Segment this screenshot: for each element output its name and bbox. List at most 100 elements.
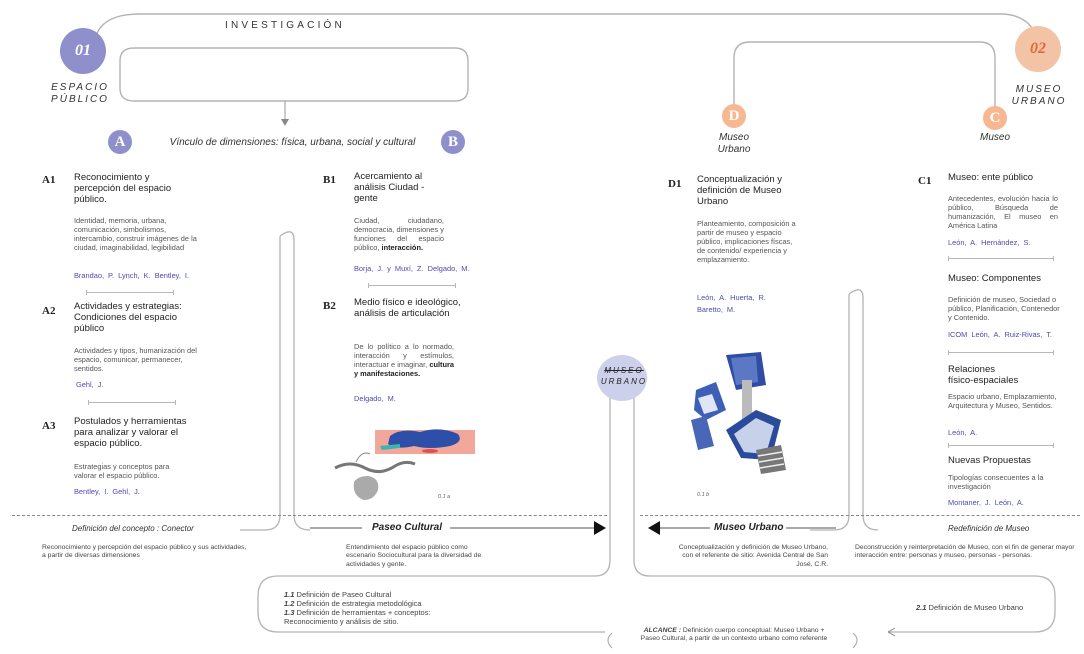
conector-title: Definición del concepto : Conector (72, 524, 194, 533)
d1-body: Planteamiento, composición a partir de m… (697, 219, 796, 264)
step-1-3-detail: Reconocimiento y análisis de sitio. (284, 617, 399, 626)
d1-refs-1: León, A. Huerta, R. (697, 293, 766, 302)
a2-code: A2 (42, 305, 56, 317)
node-d-label: Museo Urbano (700, 132, 768, 156)
paseo-title: Paseo Cultural (372, 522, 443, 533)
node-b: B (441, 130, 465, 154)
step-2-1-number: 2.1 (916, 603, 927, 612)
step-1-2: 1.2 Definición de estrategia metodológic… (284, 599, 514, 608)
c2-title: Museo: Componentes (948, 273, 1041, 284)
a3-code: A3 (42, 420, 56, 432)
step-1-3-number: 1.3 (284, 608, 295, 617)
node-02: 02 (1015, 26, 1061, 72)
b1-title: Acercamiento al análisis Ciudad - gente (354, 171, 425, 204)
c3-body: Espacio urbano, Emplazamiento, Arquitect… (948, 392, 1057, 410)
a1-code: A1 (42, 174, 56, 186)
d1-code: D1 (668, 178, 682, 190)
vinculo-label: Vínculo de dimensiones: física, urbana, … (169, 137, 416, 148)
logo-text-1: MUSEO (604, 366, 644, 375)
a3-refs: Bentley, I. Gehl, J. (74, 487, 140, 496)
steps-left: 1.1 Definición de Paseo Cultural 1.2 Def… (284, 590, 514, 626)
c3-title: Relaciones físico-espaciales (948, 364, 1073, 386)
b1-code: B1 (323, 174, 336, 186)
node-01-label-2: PÚBLICO (51, 94, 109, 105)
a1-body: Identidad, memoria, urbana, comunicación… (74, 216, 197, 252)
c1-refs: León, A. Hernández, S. (948, 238, 1031, 247)
c4-title: Nuevas Propuestas (948, 455, 1031, 466)
logo-text: MUSEO URBANO (593, 365, 655, 387)
a3-title: Postulados y herramientas para analizar … (74, 416, 187, 449)
a2-refs: Gehl, J. (76, 380, 104, 389)
museo-title: Museo Urbano (714, 522, 784, 533)
step-2-1: 2.1 Definición de Museo Urbano (916, 603, 1023, 612)
divider-right (640, 515, 1080, 516)
c3-title-1: Relaciones (948, 364, 995, 375)
c4-body: Tipologías consecuentes a la investigaci… (948, 473, 1044, 491)
redef-desc: Deconstrucción y reinterpretación de Mus… (855, 544, 1075, 560)
c4-refs: Montaner, J. León, A. (948, 498, 1024, 507)
paseo-desc: Entendimiento del espacio público como e… (346, 544, 482, 568)
node-c: C (983, 106, 1007, 130)
node-01-label: ESPACIO PÚBLICO (40, 82, 120, 106)
node-a: A (108, 130, 132, 154)
divider-left (12, 515, 607, 516)
a1-separator (86, 290, 174, 295)
collage-paseo-image (334, 429, 475, 500)
museo-desc: Conceptualización y definición de Museo … (678, 544, 828, 568)
step-1-1: 1.1 Definición de Paseo Cultural (284, 590, 514, 599)
step-1-3-label: Definición de herramientas + conceptos: (296, 608, 431, 617)
node-c-label: Museo (979, 132, 1010, 143)
c1-separator (948, 256, 1054, 261)
step-1-3: 1.3 Definición de herramientas + concept… (284, 608, 514, 617)
c1-code: C1 (918, 175, 932, 187)
a2-separator (88, 400, 176, 405)
logo-text-2: URBANO (600, 377, 648, 386)
node-02-label-2: URBANO (1011, 96, 1067, 107)
a1-title: Reconocimiento y percepción del espacio … (74, 172, 172, 205)
a2-title: Actividades y estrategias: Condiciones d… (74, 301, 182, 334)
step-1-2-label: Definición de estrategia metodológica (296, 599, 422, 608)
node-02-label-1: MUSEO (1015, 84, 1063, 95)
collage-museo-image (691, 352, 786, 474)
a3-body: Estrategias y conceptos para valorar el … (74, 462, 170, 480)
conector-desc: Reconocimiento y percepción del espacio … (42, 544, 247, 560)
b2-body: De lo político a lo normado, interacción… (354, 342, 454, 378)
b1-body-bold: interacción. (381, 243, 424, 252)
alcance-text: Definición cuerpo conceptual: Museo Urba… (640, 627, 828, 642)
node-01-label-1: ESPACIO (51, 82, 109, 93)
c2-separator (948, 350, 1054, 355)
redef-title: Redefinición de Museo (948, 524, 1030, 533)
a1-refs: Brandao, P. Lynch, K. Bentley, I. (74, 271, 190, 280)
b2-title: Medio físico e ideológico, análisis de a… (354, 297, 461, 319)
node-01: 01 (60, 28, 106, 74)
alcance-label: ALCANCE : (643, 627, 681, 634)
d1-refs-2: Baretto, M. (697, 305, 736, 314)
b1-body-text: Ciudad, ciudadano, democracia, dimension… (354, 216, 444, 252)
alcance-note: ALCANCE : Definición cuerpo conceptual: … (640, 627, 828, 643)
figure-a-caption: 0.1 a (438, 494, 451, 500)
c3-title-2: físico-espaciales (948, 375, 1019, 386)
b2-refs: Delgado, M. (354, 394, 396, 403)
b1-body: Ciudad, ciudadano, democracia, dimension… (354, 216, 444, 252)
b2-body-bold: cultura y manifestaciones. (354, 360, 454, 378)
d1-title: Conceptualización y definición de Museo … (697, 174, 783, 207)
step-1-1-label: Definición de Paseo Cultural (296, 590, 392, 599)
investigacion-heading: INVESTIGACIÓN (225, 20, 345, 31)
node-d: D (722, 104, 746, 128)
node-02-label: MUSEO URBANO (1000, 84, 1078, 108)
c2-body: Definición de museo, Sociedad o público,… (948, 295, 1060, 322)
c3-separator (948, 443, 1054, 448)
step-1-1-number: 1.1 (284, 590, 295, 599)
c3-refs: León, A. (948, 428, 978, 437)
c2-refs: ICOM León, A. Ruiz-Rivas, T. (948, 330, 1052, 339)
node-d-label-1: Museo (718, 132, 749, 143)
a2-body: Actividades y tipos, humanización del es… (74, 346, 197, 373)
figure-b-caption: 0.1 b (697, 492, 710, 498)
step-2-1-label: Definición de Museo Urbano (928, 603, 1024, 612)
node-d-label-2: Urbano (717, 144, 751, 155)
step-1-2-number: 1.2 (284, 599, 295, 608)
b1-refs: Borja, J. y Muxí, Z. Delgado, M. (354, 264, 470, 273)
b2-body-text: De lo político a lo normado, interacción… (354, 342, 454, 369)
c1-title: Museo: ente público (948, 172, 1034, 183)
museo-urbano-logo (597, 355, 647, 401)
